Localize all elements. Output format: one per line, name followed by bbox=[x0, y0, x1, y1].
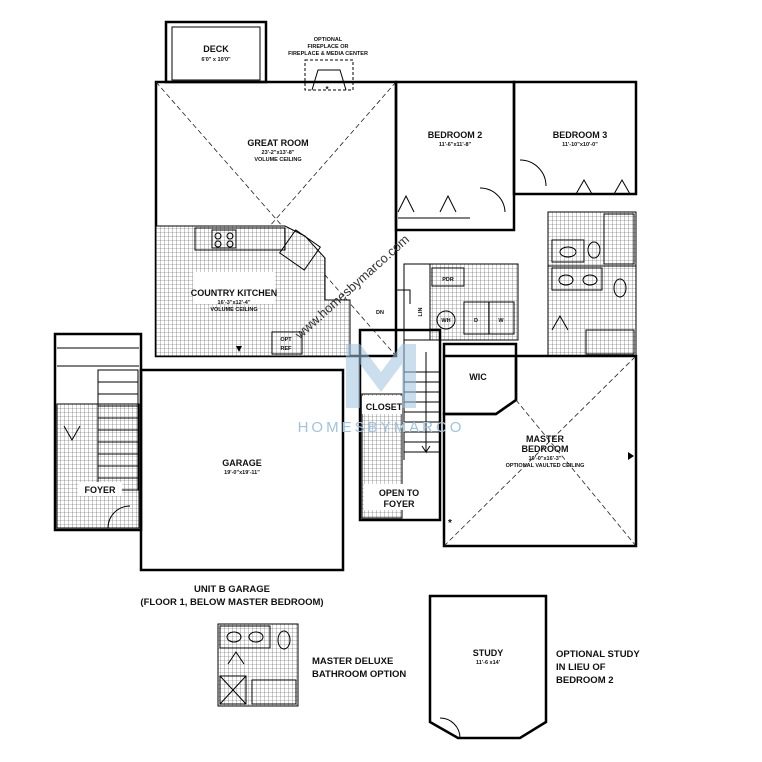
hall-bath bbox=[547, 211, 637, 267]
toilet-icon bbox=[587, 241, 601, 259]
washer-label: W bbox=[498, 318, 504, 324]
linen-label: LIN bbox=[418, 308, 424, 317]
deluxe-bath-option bbox=[217, 623, 299, 707]
cooktop-icon bbox=[211, 229, 237, 249]
master-toilet-icon bbox=[613, 278, 627, 298]
asterisk-icon: * bbox=[325, 85, 329, 94]
deluxe-caption-line1: MASTER DELUXE bbox=[312, 656, 393, 667]
garage-dimension: 19'-0"x19'-11" bbox=[224, 470, 260, 476]
open-to-foyer-line2: FOYER bbox=[383, 499, 415, 509]
fireplace-line2: FIREPLACE OR bbox=[308, 44, 349, 50]
deck-dimension: 6'0" x 10'0" bbox=[201, 57, 231, 63]
fireplace-line3: FIREPLACE & MEDIA CENTER bbox=[288, 51, 368, 57]
foyer-label: FOYER bbox=[84, 485, 116, 495]
bedroom3-label: BEDROOM 3 bbox=[553, 130, 608, 140]
pdr-label: PDR bbox=[442, 277, 454, 283]
deluxe-tub-icon bbox=[251, 679, 297, 705]
kitchen-label: COUNTRY KITCHEN bbox=[191, 288, 278, 298]
fireplace-icon bbox=[304, 59, 354, 91]
study-door-swing-icon bbox=[439, 717, 461, 739]
laundry-area: PDR WH D W LIN bbox=[396, 263, 519, 341]
door-swing-icon-2 bbox=[519, 159, 547, 187]
great-room-dimension: 23'-2"x13'-8" bbox=[262, 150, 295, 156]
closet-door-icon bbox=[397, 194, 457, 213]
deck: DECK 6'0" x 10'0" bbox=[164, 20, 268, 84]
opt-ref-line2: REF bbox=[281, 346, 293, 352]
foyer-unit: FOYER bbox=[53, 332, 143, 532]
stair-arrow-icon bbox=[421, 352, 431, 454]
fridge-icon bbox=[271, 331, 303, 355]
unit-b-caption-line2: (FLOOR 1, BELOW MASTER BEDROOM) bbox=[140, 597, 323, 608]
vanity-icon bbox=[551, 239, 585, 263]
study-dimension: 11'-6 x14' bbox=[476, 660, 501, 666]
watermark-brand: HOMESBYMARCO bbox=[298, 419, 465, 436]
study-label: STUDY bbox=[473, 648, 504, 658]
wic-label: WIC bbox=[469, 372, 487, 382]
opt-ref-line1: OPT bbox=[280, 337, 292, 343]
water-heater-icon bbox=[436, 310, 456, 330]
arrow-down-icon bbox=[236, 346, 242, 352]
kitchen-sink-icon bbox=[278, 229, 322, 271]
door-swing-icon bbox=[479, 187, 506, 213]
garage-label: GARAGE bbox=[222, 458, 262, 468]
fireplace-line1: OPTIONAL bbox=[314, 37, 343, 43]
study-caption-line3: BEDROOM 2 bbox=[556, 675, 614, 686]
study-caption-line2: IN LIEU OF bbox=[556, 662, 606, 673]
master-bath bbox=[547, 265, 637, 357]
study-caption-line1: OPTIONAL STUDY bbox=[556, 649, 640, 660]
arrow-right-icon bbox=[628, 452, 634, 460]
stair-core: DN CLOSET OPEN TO FOYER bbox=[358, 310, 442, 522]
kitchen-note: VOLUME CEILING bbox=[210, 307, 257, 313]
walk-in-closet: WIC bbox=[442, 342, 518, 416]
open-to-foyer-line1: OPEN TO bbox=[379, 488, 419, 498]
optional-study: STUDY 11'-6 x14' bbox=[428, 594, 548, 740]
closet-door-icon-2 bbox=[575, 178, 631, 195]
bedroom-3: BEDROOM 3 11'-10"x10'-0" bbox=[512, 80, 638, 196]
deluxe-caption-line2: BATHROOM OPTION bbox=[312, 669, 406, 680]
kitchen-counter bbox=[194, 227, 286, 251]
bedroom3-dimension: 11'-10"x10'-0" bbox=[562, 142, 598, 148]
bedroom-2: BEDROOM 2 11'-6"x11'-8" bbox=[394, 80, 516, 232]
kitchen-dimension: 16'-3"x12'-4" bbox=[218, 300, 251, 306]
master-tub-icon bbox=[585, 329, 635, 355]
garage: GARAGE 19'-0"x19'-11" bbox=[139, 368, 345, 572]
bedroom2-label: BEDROOM 2 bbox=[428, 130, 483, 140]
master-label-line2: BEDROOM bbox=[522, 444, 569, 454]
deck-label: DECK bbox=[203, 44, 229, 54]
great-room-label: GREAT ROOM bbox=[247, 138, 308, 148]
deluxe-toilet-icon bbox=[277, 630, 291, 650]
master-bedroom: MASTER BEDROOM 19'-0"x16'-3" OPTIONAL VA… bbox=[442, 354, 638, 548]
wh-label: WH bbox=[441, 318, 450, 324]
fireplace-note: OPTIONAL FIREPLACE OR FIREPLACE & MEDIA … bbox=[288, 37, 368, 94]
brand-logo-icon bbox=[346, 344, 416, 408]
foyer-closet-door-icon bbox=[63, 425, 81, 442]
closet-label: CLOSET bbox=[366, 402, 403, 412]
asterisk-icon-2: * bbox=[448, 518, 452, 529]
great-room-note: VOLUME CEILING bbox=[254, 157, 301, 163]
bedroom2-dimension: 11'-6"x11'-8" bbox=[439, 142, 472, 148]
deluxe-shower-icon bbox=[219, 675, 247, 705]
dryer-label: D bbox=[474, 318, 478, 324]
deluxe-vanity-icon bbox=[219, 625, 271, 649]
foyer-door-swing-icon bbox=[107, 505, 131, 529]
country-kitchen: COUNTRY KITCHEN 16'-3"x12'-4" VOLUME CEI… bbox=[155, 225, 351, 357]
master-dimension: 19'-0"x16'-3" bbox=[529, 456, 562, 462]
unit-b-caption-line1: UNIT B GARAGE bbox=[194, 584, 270, 595]
down-label: DN bbox=[376, 310, 384, 316]
master-note: OPTIONAL VAULTED CEILING bbox=[506, 463, 585, 469]
master-label-line1: MASTER bbox=[526, 434, 565, 444]
bathtub-icon bbox=[603, 213, 635, 265]
master-vanity-icon bbox=[551, 267, 603, 291]
